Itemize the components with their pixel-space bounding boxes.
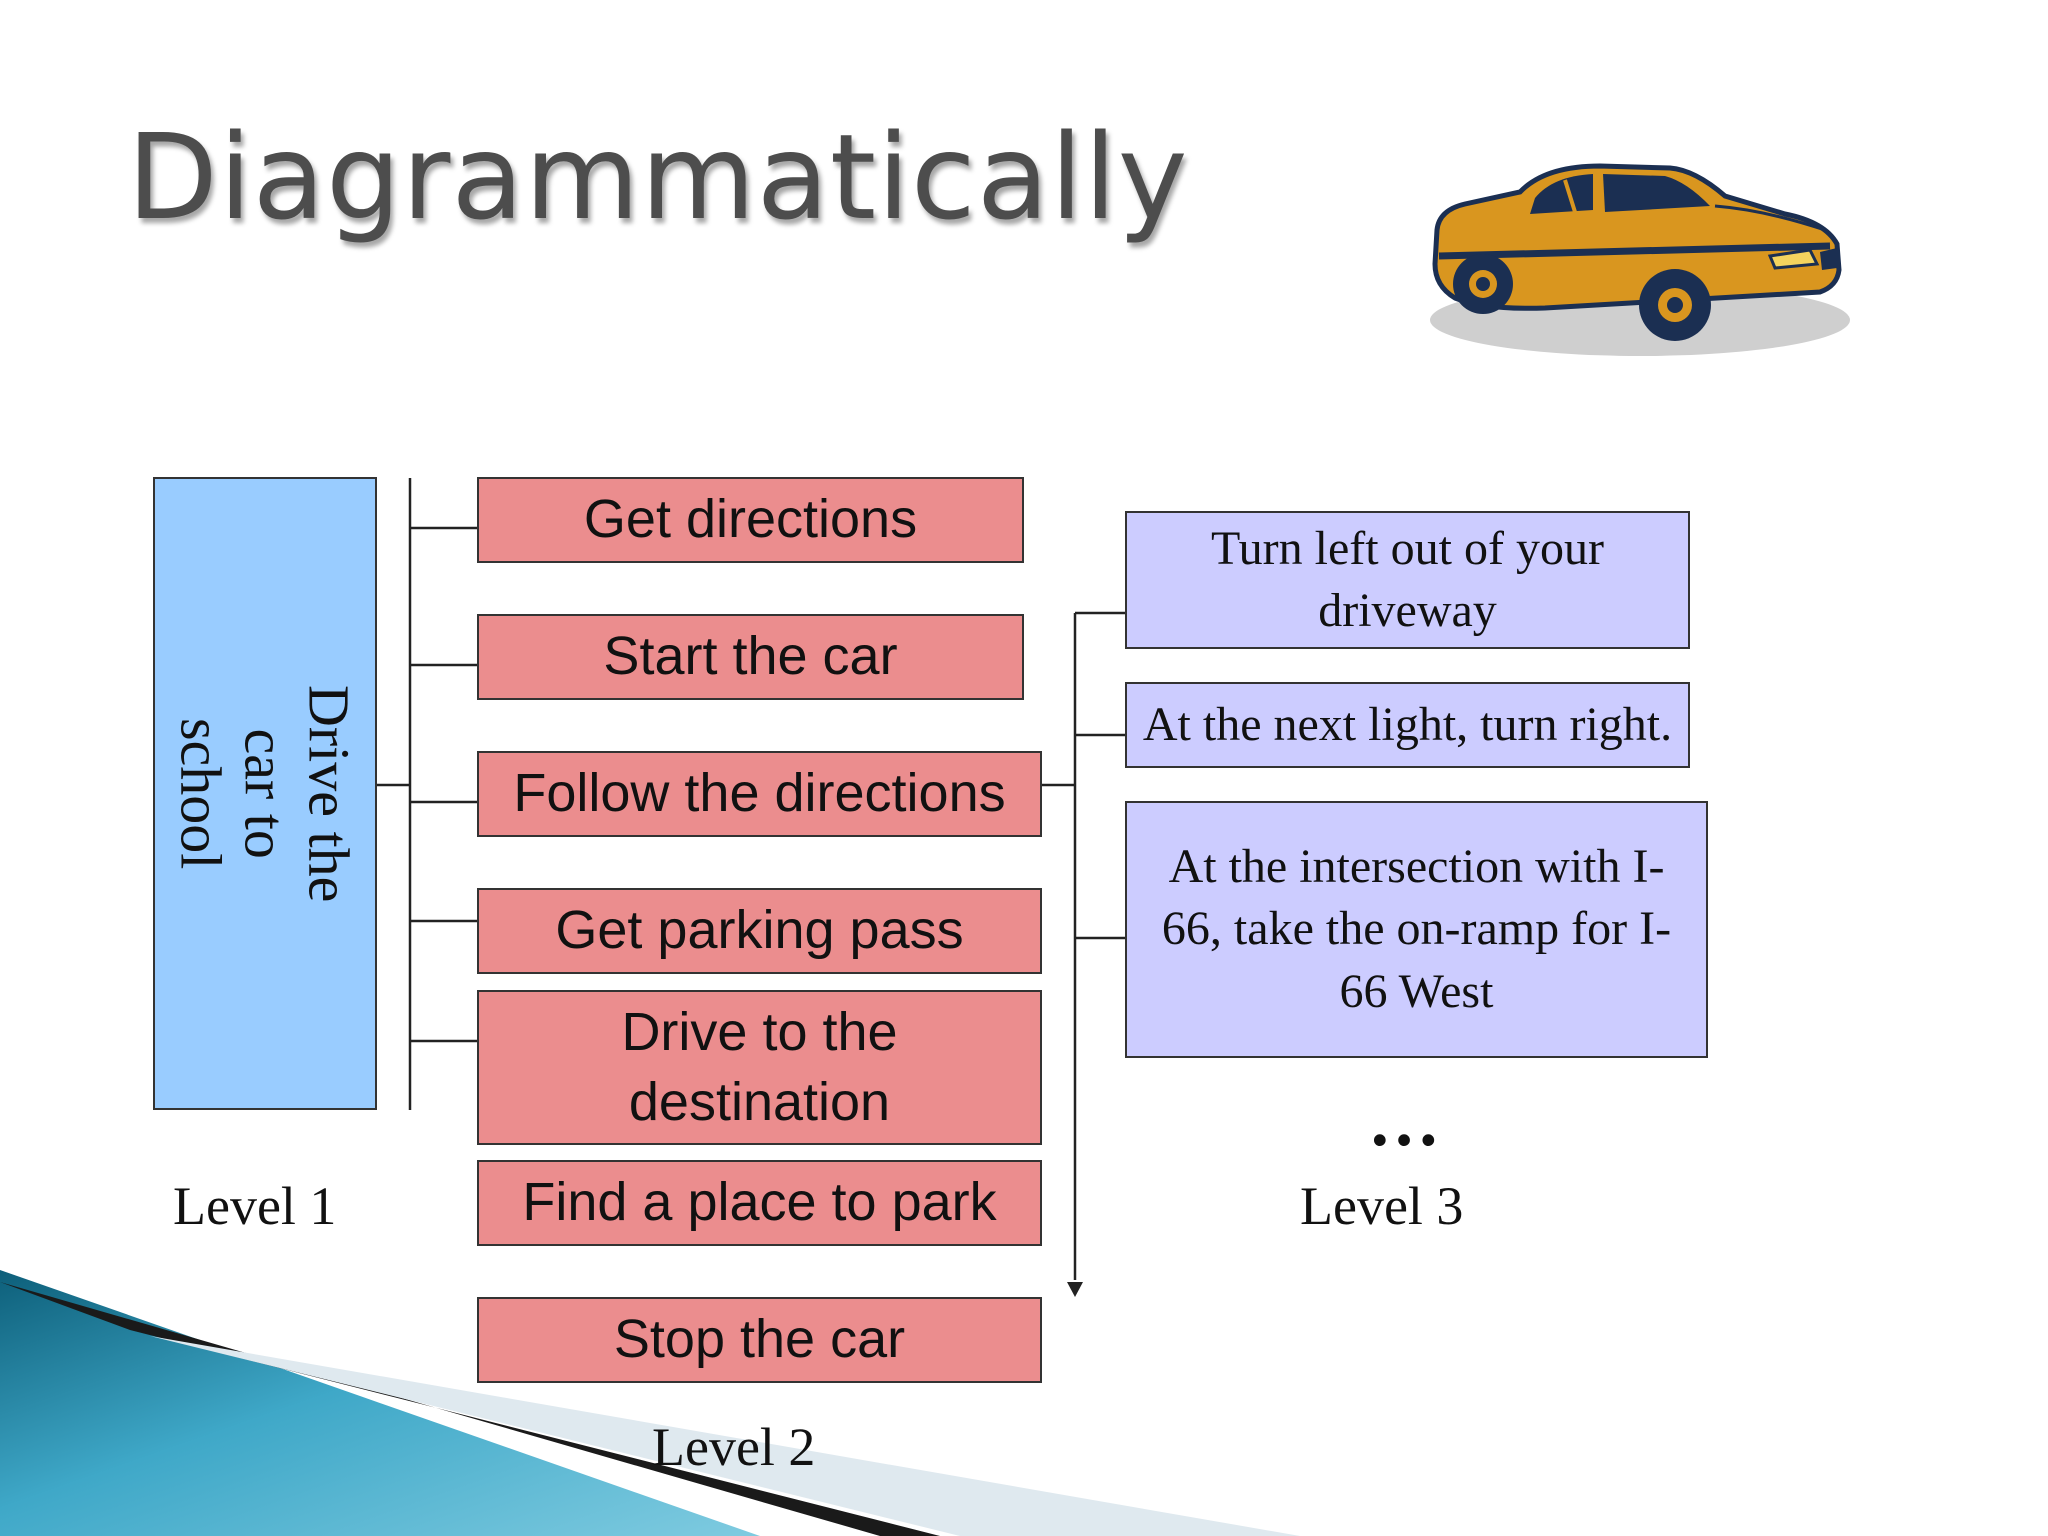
level2-step-get-directions: Get directions [477, 477, 1024, 563]
car-icon [1430, 163, 1850, 356]
level1-task-text: Drive the car to school [169, 684, 362, 903]
level2-step-drive-destination: Drive to the destination [477, 990, 1042, 1145]
level3-step-on-ramp: At the intersection with I-66, take the … [1125, 801, 1708, 1058]
level2-step-find-parking: Find a place to park [477, 1160, 1042, 1246]
level2-step-stop-car: Stop the car [477, 1297, 1042, 1383]
slide-title: Diagrammatically [127, 108, 1189, 246]
decorative-swoosh [0, 1270, 1300, 1536]
level3-label: Level 3 [1300, 1176, 1464, 1236]
level2-step-follow-directions: Follow the directions [477, 751, 1042, 837]
level3-step-turn-left: Turn left out of your driveway [1125, 511, 1690, 649]
level2-label: Level 2 [652, 1417, 816, 1477]
level3-step-turn-right: At the next light, turn right. [1125, 682, 1690, 768]
level1-task-box: Drive the car to school [153, 477, 377, 1110]
level2-step-parking-pass: Get parking pass [477, 888, 1042, 974]
level3-ellipsis: … [1368, 1081, 1442, 1161]
level2-step-start-car: Start the car [477, 614, 1024, 700]
level1-label: Level 1 [173, 1176, 337, 1236]
